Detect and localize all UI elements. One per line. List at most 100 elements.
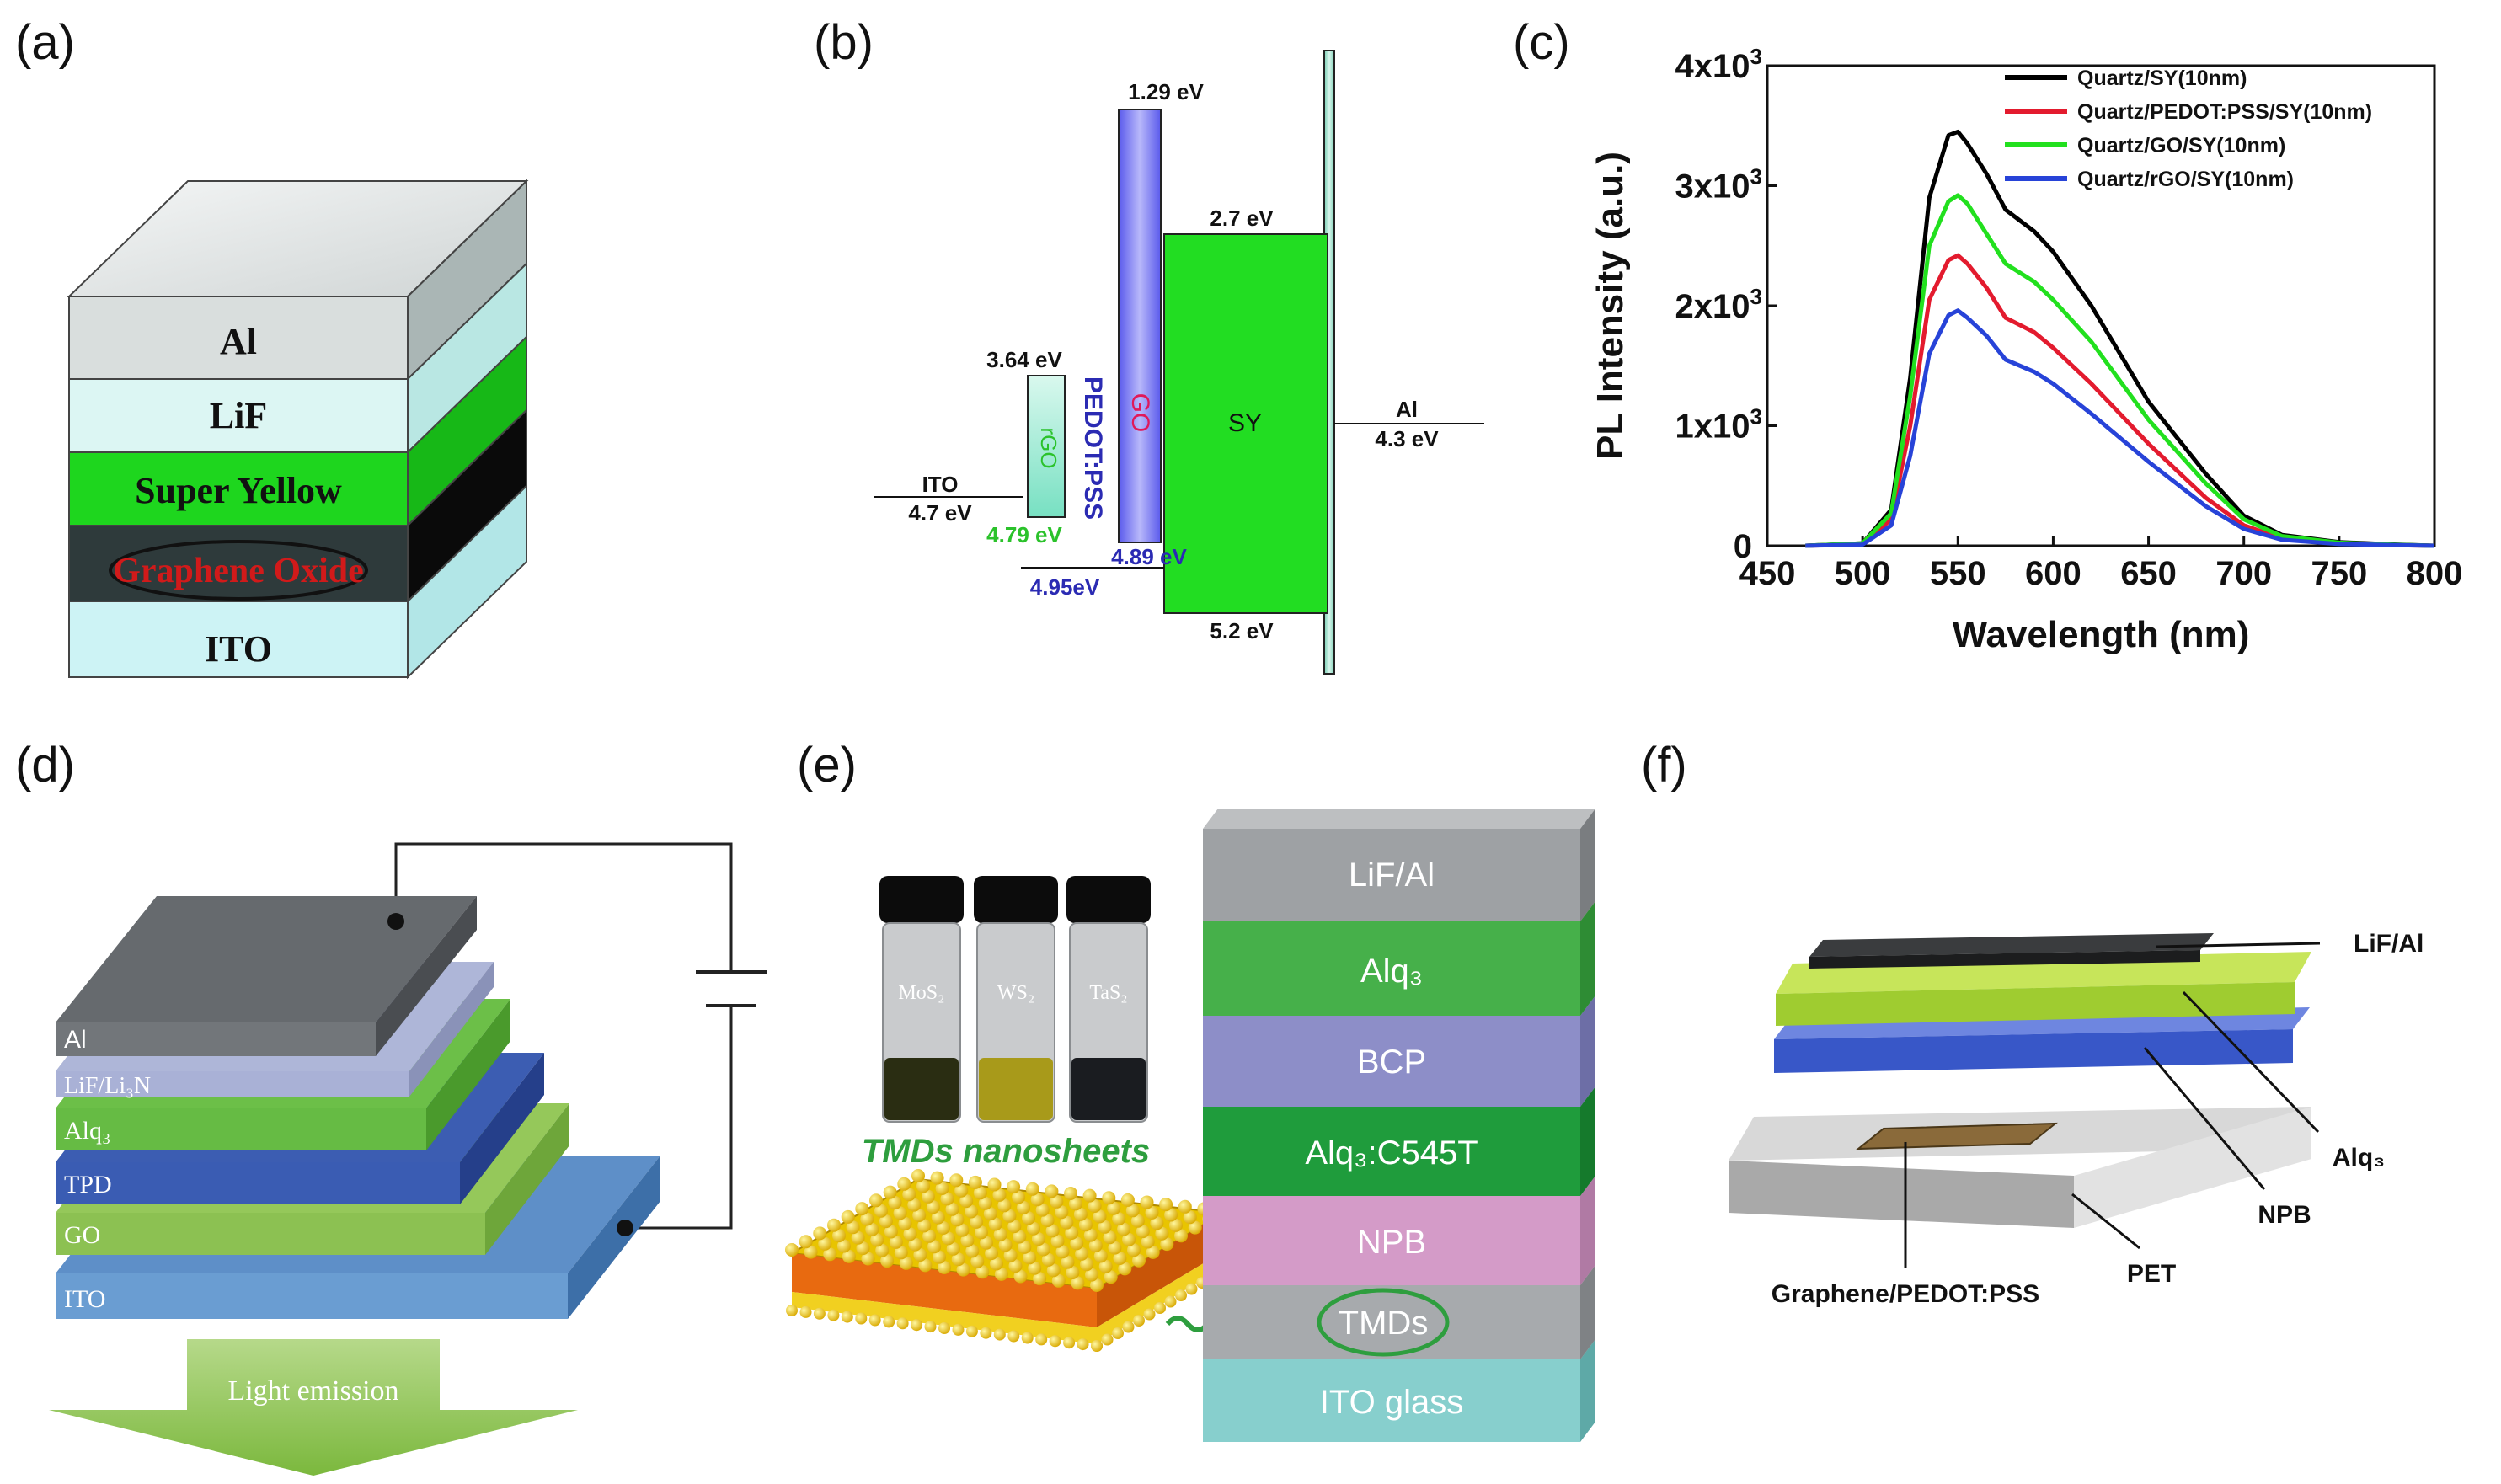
sulfur-atom (1077, 1338, 1089, 1351)
bcp-layer (1203, 1016, 1580, 1107)
sulfur-atom (911, 1319, 923, 1332)
sulfur-atom (931, 1210, 945, 1225)
sulfur-atom (1107, 1201, 1121, 1215)
sulfur-atom (874, 1204, 888, 1218)
sulfur-atom (868, 1314, 881, 1327)
sulfur-atom (975, 1265, 990, 1279)
sulfur-atom (1012, 1190, 1026, 1204)
sulfur-atom (1070, 1236, 1084, 1251)
sulfur-atom (973, 1186, 987, 1200)
sulfur-atom (855, 1312, 868, 1325)
sulfur-atom (987, 1177, 1002, 1192)
alq-c545t-label-e: Alq₃:C545T (1305, 1134, 1478, 1172)
rgo-bottom-level: 4.79 eV (986, 522, 1062, 547)
sulfur-atom (1118, 1262, 1132, 1276)
sulfur-atom (1160, 1237, 1174, 1252)
sulfur-atom (938, 1261, 951, 1274)
sulfur-atom (924, 1321, 937, 1333)
alq-leader (2182, 990, 2320, 1134)
npb-layer (1203, 1196, 1580, 1285)
sulfur-atom (980, 1236, 993, 1250)
sulfur-atom (1104, 1270, 1118, 1284)
sulfur-atom (1120, 1193, 1135, 1207)
sulfur-atom (1045, 1224, 1060, 1238)
vial-mos2: MoS₂ (879, 876, 964, 1123)
sulfur-atom (1101, 1333, 1114, 1346)
sulfur-atom (997, 1198, 1012, 1213)
sulfur-atom (956, 1262, 970, 1277)
panel-f-label: (f) (1641, 738, 1687, 793)
sulfur-atom (1025, 1182, 1039, 1196)
sulfur-atom (988, 1217, 1002, 1231)
sulfur-atom (880, 1254, 895, 1268)
sy-bar-label: SY (1228, 409, 1262, 437)
ito-layer-d (56, 1273, 568, 1319)
sulfur-atom (1140, 1195, 1154, 1209)
lif-label-d: LiF/Li₃N (64, 1073, 151, 1099)
sulfur-atom (1122, 1232, 1136, 1246)
al-top-d (56, 896, 477, 1022)
lif-al-electrode-front (1809, 950, 2200, 969)
lif-layer (68, 378, 409, 453)
sulfur-atom (899, 1256, 913, 1270)
sulfur-atom (975, 1225, 988, 1240)
sulfur-atom (827, 1309, 840, 1321)
tpd-side-d (460, 1053, 544, 1204)
sulfur-atom (1045, 1184, 1059, 1198)
alq-label-d: Alq₃ (64, 1117, 110, 1145)
al-label-d: Al (64, 1026, 87, 1054)
ito-level: 4.7 eV (908, 500, 972, 526)
sulfur-atom (856, 1241, 870, 1256)
sulfur-atom (946, 1241, 960, 1256)
alq-side-d (426, 999, 510, 1150)
sulfur-atom (1031, 1232, 1045, 1246)
sulfur-atom (1050, 1234, 1065, 1248)
legend-label-1: Quartz/PEDOT:PSS/SY(10nm) (2077, 100, 2372, 124)
series-line-2 (1805, 193, 2435, 548)
al-layer-d (56, 1022, 376, 1056)
sulfur-atom (1136, 1225, 1150, 1239)
sulfur-atom (989, 1257, 1003, 1271)
sulfur-atom (1035, 1333, 1048, 1346)
sulfur-atom (1046, 1263, 1061, 1278)
legend-label-2: Quartz/GO/SY(10nm) (2077, 134, 2285, 157)
sulfur-atom (913, 1248, 927, 1262)
tpd-label-d: TPD (64, 1171, 112, 1198)
sulfur-atom (1127, 1243, 1141, 1257)
sulfur-atom (841, 1209, 855, 1224)
alq-layer-f (1776, 982, 2295, 1026)
graphene-oxide-layer (68, 525, 409, 602)
sulfur-atom (1018, 1240, 1032, 1254)
lif-label: LiF (210, 395, 267, 436)
sulfur-atom (1085, 1268, 1098, 1282)
sulfur-atom (836, 1239, 851, 1253)
panel-e-label: (e) (797, 738, 857, 793)
ito-side-d (568, 1156, 660, 1319)
panel-a-label: (a) (15, 15, 75, 70)
sy-top-level: 2.7 eV (1210, 206, 1274, 231)
sulfur-atom (897, 1177, 911, 1191)
sulfur-atom (1145, 1205, 1159, 1220)
sulfur-atom (799, 1305, 812, 1318)
sulfur-atom (818, 1236, 832, 1251)
y-tick-label: 3x103 (1675, 164, 1762, 206)
sulfur-atom (1093, 1209, 1107, 1224)
panel-a: (a) Al LiF Super Yellow Graphene Oxide I… (15, 15, 529, 680)
x-tick-label: 550 (1930, 555, 1986, 592)
sulfur-atom (912, 1209, 927, 1222)
sulfur-atom (927, 1240, 942, 1254)
alq-label-f: Alq₃ (2333, 1144, 2385, 1172)
sulfur-atom (940, 1192, 954, 1206)
sulfur-atom (1051, 1273, 1066, 1288)
lif-side-d (409, 962, 494, 1097)
sulfur-atom (1188, 1220, 1202, 1235)
sulfur-atom (1035, 1203, 1050, 1217)
go-bar-label: GO (1126, 393, 1154, 433)
lif-al-electrode (1809, 933, 2214, 957)
sulfur-atom (1174, 1229, 1188, 1243)
sulfur-atom (1075, 1246, 1089, 1261)
sulfur-atom (918, 1258, 933, 1273)
tmds-nanosheets-label: TMDs nanosheets (862, 1133, 1150, 1170)
sulfur-atom (1117, 1222, 1131, 1236)
sulfur-atom (1164, 1208, 1178, 1222)
